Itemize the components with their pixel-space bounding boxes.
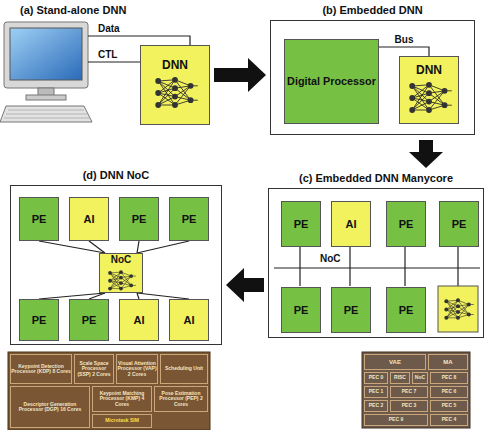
- box-label: PE: [82, 314, 97, 327]
- chip-photo: [8, 352, 210, 430]
- panel-title: (d) DNN NoC: [0, 169, 241, 182]
- chip-block-label: PEC 6: [430, 386, 468, 398]
- box-label: DNN: [162, 59, 188, 73]
- panel-title: (b) Embedded DNN: [251, 4, 488, 17]
- neural-net-icon: [404, 80, 454, 116]
- dnn-core: [438, 286, 478, 332]
- connector: [39, 241, 105, 253]
- panel-title: (a) Stand-alone DNN: [20, 3, 170, 17]
- neural-net-icon: [150, 75, 200, 111]
- box-label: DNN: [416, 64, 442, 78]
- core-box: AI: [69, 197, 109, 241]
- chip-block-label: Keypoint Detection Processor (KDP) 8 Cor…: [10, 354, 72, 384]
- connector: [137, 241, 139, 253]
- connector: [379, 47, 429, 56]
- core-box: PE: [119, 197, 159, 241]
- chip-block-label: Descriptor Generation Processor (DGP) 16…: [10, 386, 90, 428]
- core-box: PE: [386, 201, 426, 247]
- core-box: AI: [331, 201, 371, 247]
- box-label: PE: [182, 213, 197, 226]
- chip-block-label: PEC 4: [430, 414, 468, 426]
- chip-block-label: Scale Space Processor (SSP) 2 Cores: [74, 354, 114, 384]
- core-box: PE: [19, 197, 59, 241]
- signal-label: CTL: [98, 49, 117, 61]
- panel-frame: (d) DNN NoCPEAIPEPENoCPEPEAIAI: [10, 185, 222, 345]
- connector: [89, 241, 105, 253]
- core-box: AI: [169, 299, 209, 341]
- box-label: PE: [399, 304, 414, 317]
- core-box: AI: [119, 299, 159, 341]
- chip-block-label: NoC: [412, 372, 428, 384]
- core-box: PE: [386, 287, 426, 333]
- box-label: PE: [32, 213, 47, 226]
- chip-block-label: PEC 7: [390, 386, 428, 398]
- connector-label: Bus: [395, 34, 414, 45]
- core-box: PE: [439, 201, 479, 247]
- core-box: PE: [331, 287, 371, 333]
- box-label: AI: [84, 213, 95, 226]
- core-box: DNN: [399, 56, 459, 124]
- box-label: NoC: [111, 254, 132, 266]
- chip-block-label: RISC: [390, 372, 410, 384]
- core-box: DNN: [140, 45, 210, 125]
- box-label: PE: [32, 314, 47, 327]
- box-label: PE: [294, 218, 309, 231]
- box-label: AI: [184, 314, 195, 327]
- signal-label: NoC: [320, 253, 341, 265]
- chip-block-label: Keypoint Matching Processor (KMP) 4 Core…: [92, 386, 152, 412]
- chip-block-label: Visual Attention Processor (VAP) 2 Cores: [116, 354, 158, 384]
- chip-block-label: VAE: [364, 354, 426, 370]
- chip-block-label: PEC 5: [430, 400, 468, 412]
- core-box: PE: [169, 197, 209, 241]
- core-box: Digital Processor: [284, 39, 379, 124]
- panel-frame: (b) Embedded DNNDigital ProcessorDNN: [270, 20, 475, 135]
- core-box: PE: [19, 299, 59, 341]
- core-box: PE: [69, 299, 109, 341]
- connector: [137, 241, 189, 253]
- chip-block-label: PEC 9: [364, 414, 428, 426]
- chip-block-label: Scheduling Unit: [160, 354, 208, 384]
- panel-title: (c) Embedded DNN Manycore: [249, 172, 488, 185]
- chip-block-label: PEC 1: [364, 386, 388, 398]
- box-label: PE: [399, 218, 414, 231]
- box-label: Digital Processor: [287, 75, 376, 87]
- noc-bus: [274, 246, 480, 286]
- core-box: PE: [281, 287, 321, 333]
- chip-photo: [362, 352, 470, 428]
- box-label: PE: [452, 218, 467, 231]
- chip-block-label: PEC 8: [430, 372, 468, 384]
- chip-block-label: PEC 0: [364, 372, 388, 384]
- box-label: AI: [346, 218, 357, 231]
- panel-frame: (c) Embedded DNN ManycorePEAIPEPEPEPEPE: [268, 188, 484, 338]
- chip-block-label: PEC 3: [390, 400, 428, 412]
- box-label: PE: [294, 304, 309, 317]
- chip-block-label: PEC 2: [364, 400, 388, 412]
- core-box: PE: [281, 201, 321, 247]
- box-label: AI: [134, 314, 145, 327]
- signal-label: Data: [98, 23, 120, 35]
- chip-block-label: Pose Estimation Processor (PEP) 2 Cores: [154, 386, 208, 412]
- chip-block-label: Microtask SIM: [92, 414, 152, 428]
- computer-illustration: [0, 22, 92, 122]
- neural-net-icon: [104, 269, 138, 293]
- chip-block-label: MA: [428, 354, 468, 370]
- box-label: PE: [344, 304, 359, 317]
- box-label: PE: [132, 213, 147, 226]
- core-box: NoC: [99, 253, 143, 293]
